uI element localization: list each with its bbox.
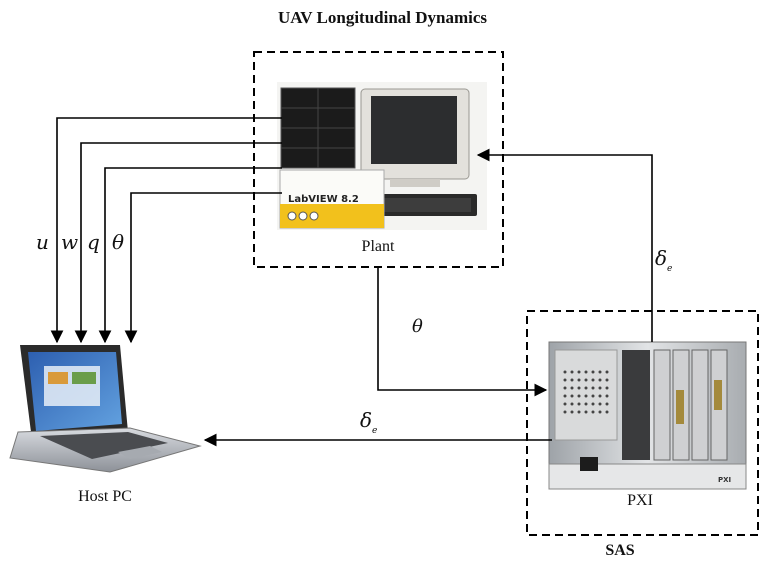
pxi-chassis-text: PXI [718,476,731,484]
signal-w-label: w [61,230,79,254]
signal-w-line [74,142,282,344]
delta-e-to-plant-line [476,148,653,342]
labview-logo: LabVIEW 8.2 [288,194,359,205]
plant-label: Plant [361,238,395,255]
sas-label: SAS [605,542,635,559]
host-pc-label: Host PC [78,488,132,505]
delta-subscript: e [372,426,378,436]
pxi-image: PXI [548,341,747,490]
signal-u-line [50,117,282,344]
sas-dashed-box [526,310,759,536]
delta-symbol: δ [655,246,668,270]
signal-q-line [98,167,282,344]
signal-theta-label: θ [112,230,125,254]
diagram-title: UAV Longitudinal Dynamics [277,8,488,27]
delta-e-plant-label: δe [655,246,672,274]
delta-symbol: δ [360,408,373,432]
signal-u-label: u [36,230,49,254]
theta-to-pxi-label: θ [412,316,423,337]
theta-to-pxi-line [377,267,548,397]
delta-subscript: e [667,264,673,274]
pxi-label: PXI [627,492,653,509]
host-pc-image [9,345,202,473]
delta-e-host-label: δe [360,408,377,436]
signal-q-label: q [87,230,100,254]
signal-theta-line [124,192,282,344]
plant-image: LabVIEW 8.2 [277,82,487,230]
